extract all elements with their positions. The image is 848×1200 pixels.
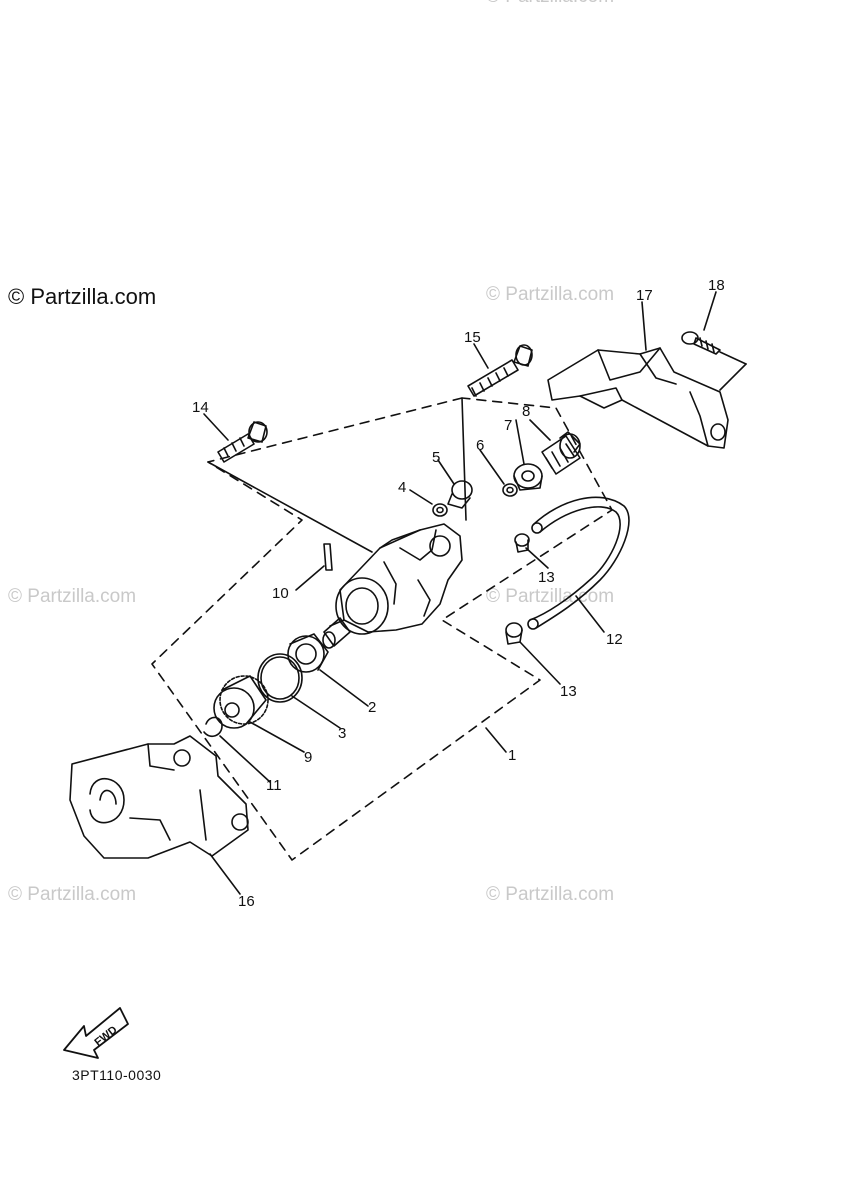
watermark-faint: © Partzilla.com — [8, 884, 137, 905]
washer-part-6 — [502, 483, 518, 497]
callout-17: 17 — [636, 287, 653, 304]
clip-part-13-upper — [514, 533, 530, 553]
callout-4: 4 — [398, 479, 406, 496]
watermark-faint: © Partzilla.com — [486, 284, 615, 305]
callout-7: 7 — [504, 417, 512, 434]
watermark-faint: © Partzilla.com — [486, 0, 614, 8]
screw-part-18 — [681, 331, 747, 365]
callout-8: 8 — [522, 403, 530, 420]
callout-2: 2 — [368, 699, 376, 716]
banjo-bolt-part-8 — [541, 431, 581, 475]
callout-labels: 1 2 3 4 5 6 7 8 9 10 11 12 13 13 14 15 1… — [192, 277, 725, 910]
bearing-part-2 — [287, 633, 329, 673]
callout-14: 14 — [192, 399, 209, 416]
watermark-main: © Partzilla.com — [8, 284, 157, 309]
assembly-boundary — [151, 397, 613, 861]
callout-12: 12 — [606, 631, 623, 648]
clip-part-11 — [203, 716, 223, 738]
gear-part-9 — [213, 675, 269, 729]
watermark-faint: © Partzilla.com — [486, 586, 615, 607]
diagram-code: 3PT110-0030 — [72, 1067, 162, 1083]
bracket-part-17 — [547, 347, 747, 449]
fwd-arrow-icon: FWD — [63, 1007, 129, 1059]
pin-part-10 — [323, 543, 333, 571]
clip-part-13-lower — [505, 622, 523, 645]
o-ring-part-3 — [257, 653, 303, 703]
housing-part-16 — [69, 735, 249, 859]
callout-11: 11 — [266, 777, 282, 794]
nut-part-7 — [513, 463, 543, 491]
bolt-part-5 — [447, 480, 473, 509]
callout-5: 5 — [432, 449, 440, 466]
bolt-part-15 — [467, 344, 533, 397]
bolt-part-14 — [217, 421, 268, 463]
washer-part-4 — [432, 503, 448, 517]
callout-1: 1 — [508, 747, 516, 764]
callout-16: 16 — [238, 893, 255, 910]
callout-10: 10 — [272, 585, 289, 602]
watermark-faint: © Partzilla.com — [8, 586, 137, 607]
callout-13-upper: 13 — [538, 569, 555, 586]
callout-13-lower: 13 — [560, 683, 577, 700]
callout-9: 9 — [304, 749, 312, 766]
callout-15: 15 — [464, 329, 481, 346]
callout-6: 6 — [476, 437, 484, 454]
callout-3: 3 — [338, 725, 346, 742]
hose-part-12 — [533, 496, 630, 629]
callout-18: 18 — [708, 277, 725, 294]
watermark-faint: © Partzilla.com — [486, 884, 615, 905]
oil-pump-body — [329, 523, 463, 635]
pump-shaft — [322, 617, 351, 649]
